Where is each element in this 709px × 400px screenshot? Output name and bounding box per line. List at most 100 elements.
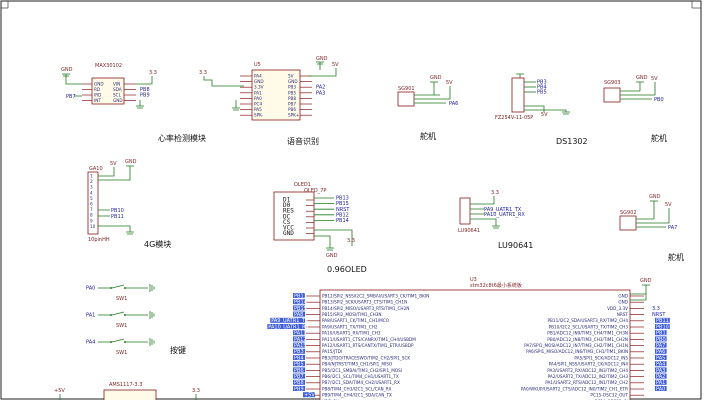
servo-sg903[interactable]: SG903 GND 5V PB0 舵机 [603,75,667,143]
g4-pin-number: 7 [90,207,93,212]
mcu-right-net-highlight [655,386,667,391]
mcu-left-net: PA12 [294,337,306,343]
max30102-right-net: PB8 [140,87,150,93]
mcu-gnd-wire [630,293,647,301]
regulator-vin: +5V [54,388,65,394]
max30102-ref: MAX30102 [95,63,122,69]
mcu-left-net: PB9 [294,386,304,392]
voice-right-net: PA3 [316,90,325,96]
servo3-net: PA7 [668,225,677,231]
oled-gnd-symbol [314,235,334,251]
voice-body [251,69,301,121]
buttons-caption: 按键 [170,345,186,355]
mcu-left-net: PB14 [294,300,307,306]
button-contact [124,341,126,343]
mcu-left-net: PA11 [294,331,306,337]
button-contact [110,341,112,343]
mcu-right-pin: PA7/SPI1_MOSI/ADC12_IN7/TIM3_CH2/TIM1_CH… [524,343,628,348]
mcu-left-pin: PA15/JTDI [322,349,342,354]
mcu-right-net: PB10 [656,324,669,330]
mcu-right-pin: PA6/SPI1_MISO/ADC12_IN6/TIM3_CH1/TIM1_BK… [526,349,628,354]
lu90641-power-wire [470,196,495,205]
mcu-right-net: PB11 [656,318,669,324]
mcu-left-pin: PB7/I2C1_SDA/TIM4_CH2/USART1_RX [322,380,400,385]
mcu-left-net: PB8 [294,380,304,386]
oled-caption: 0.96OLED [327,265,367,274]
lu90641-ref: LU90641 [458,228,480,234]
max30102-gnd-label: GND [61,67,73,73]
voice-power-wire [203,76,244,87]
mcu-left-pin: PB13/SPI2_SCK/USART3_CTS/TIM1_CH1N [322,300,407,305]
voice-left-pin: GND [254,79,264,84]
oled-pin: GND [283,230,294,237]
g4-net-0: PB10 [111,208,124,214]
button-switch [98,284,148,289]
voice-right-pin: PB8 [288,96,296,101]
voice-right-pin: PB6 [288,107,296,112]
mcu-left-net: PB5 [294,362,304,368]
lu90641-module[interactable]: 3.3 PA9_UATR1_TX PA10_UATR1_RX LU90641 L… [458,190,533,250]
voice-right-pin: PB5 [288,90,296,95]
max30102-right-net: PB9 [140,93,150,99]
servo3-wires [636,218,666,228]
mcu-module[interactable]: U3 stm32c8t6最小系统板 PB12/SPI2_NSS/I2C2_SMB… [267,277,670,400]
button-contact [110,314,112,316]
servo2-gnd-symbol [636,81,644,91]
mcu-left-pin: PB5/I2C1_SMBAI/TIM3_CH2/SPI1_MOSI [322,368,402,373]
g4-ref: GA10 [89,166,103,172]
button-ref: SW1 [116,323,127,329]
oled-gnd-label: GND [326,253,338,259]
regulator-vout: 3.3 [192,388,200,394]
max30102-right-pin: VIN [113,82,120,87]
mcu-left-net: PB3 [294,349,304,355]
mcu-left-pin: PA11/USART1_CTS/CANRX/TIM1_CH4/USBDM [322,337,416,342]
mcu-right-net-highlight [655,373,667,379]
mcu-left-net-highlight [293,373,305,379]
mcu-right-net-highlight [655,367,667,373]
regulator-module[interactable]: +5V AMS1117-3.3 3.3 [54,382,200,400]
max30102-power-label: 3.3 [149,70,157,76]
g4-power-label: 5V [110,161,117,167]
g4-signal-wires [98,209,110,217]
lu90641-signal-wires [470,208,484,215]
servo-sg902[interactable]: SG902 GND 5V PA7 舵机 [619,194,684,262]
oled-body [273,191,315,241]
mcu-left-pin: PB15/SPI2_MOSI/TIM1_CH3N [322,312,382,317]
g4-pin-number: 8 [90,213,93,218]
mcu-right-net-highlight [655,336,667,342]
mcu-right-net: NRST [652,312,666,318]
voice-right-pin: 5V [288,74,294,79]
mcu-left-net-highlight [293,367,305,373]
servo-sg901[interactable]: SG901 GND 5V PA6 舵机 [397,75,458,141]
mcu-body [319,289,631,400]
button-net: PA1 [86,313,95,319]
oled-net: PB13 [336,196,349,202]
mcu-left-net-highlight [293,379,305,385]
oled-net: PB12 [336,212,349,218]
voice-left-pin: PA1 [254,90,262,95]
ds1302-net: PB3 [537,80,547,86]
mcu-left-net: PA9_UATR1_TX [271,318,309,324]
mcu-left-pin: PA9/USART1_TX/TIM1_CH2 [322,324,378,329]
button-contact [110,287,112,289]
servo1-body [397,91,415,107]
servo1-wires [414,94,446,104]
mcu-left-net-highlight [293,386,305,391]
mcu-left-pins: PB12/SPI2_NSS/I2C2_SMBAI/USART3_CK/TIM1_… [267,293,429,400]
servo3-ref: SG902 [620,210,637,216]
servo1-gnd-symbol [430,81,438,95]
g4-pin-number: 1 [90,174,93,179]
button-ref: SW1 [116,296,127,302]
mcu-right-pin: PA3/USART2_RX/ADC12_IN3/TIM2_CH4 [547,368,628,373]
mcu-left-net: PB7 [294,374,304,380]
g4-footer: 10pinHH [88,237,110,243]
mcu-right-net: PB1 [656,331,666,337]
